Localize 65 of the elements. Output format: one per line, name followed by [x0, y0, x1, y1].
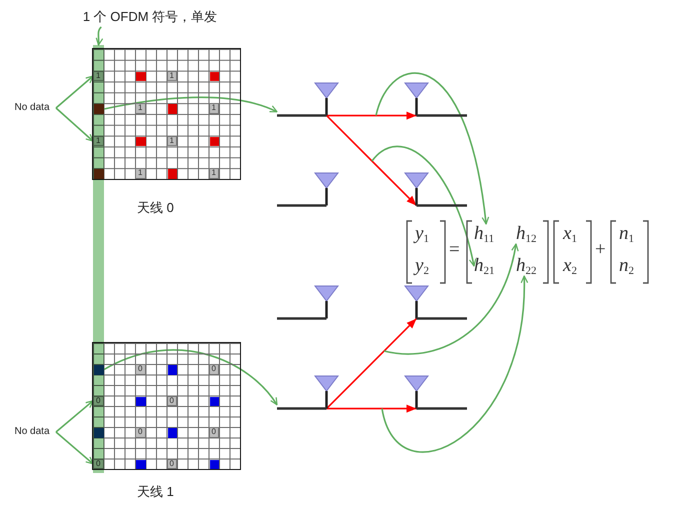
vector-entry: n$_{1}$ — [619, 224, 634, 244]
arrow — [326, 112, 416, 120]
curved-arrow — [381, 275, 528, 453]
marked-cell — [168, 104, 177, 114]
marked-cell — [210, 136, 219, 146]
grid-cell: 1 — [208, 168, 219, 179]
vector-entry: y$_{1}$ — [415, 224, 429, 244]
vector-entry: x$_{1}$ — [563, 224, 577, 244]
arrow — [55, 431, 94, 464]
matrix-entry: h$_{22}$ — [516, 256, 536, 276]
grid-cell: 1 — [135, 168, 146, 179]
curved-arrow — [103, 96, 278, 113]
marked-cell — [210, 460, 219, 469]
antenna-icon — [277, 172, 339, 207]
annotation-text: 1 个 OFDM 符号，单发 — [66, 7, 234, 27]
antenna-icon — [277, 285, 339, 320]
antenna-icon — [277, 82, 339, 117]
arrow — [326, 115, 418, 206]
arrow — [55, 400, 94, 433]
grid-cell: 0 — [208, 364, 219, 374]
grid-cell: 1 — [166, 136, 177, 146]
antenna-icon — [405, 285, 467, 320]
arrow — [326, 404, 416, 413]
grid-cell: 0 — [135, 364, 146, 374]
marked-cell — [168, 428, 177, 438]
grid-cell: 1 — [208, 103, 219, 114]
matrix-entry: h$_{11}$ — [474, 224, 494, 244]
antenna-icon — [405, 172, 467, 207]
marked-cell — [136, 72, 146, 82]
marked-cell — [136, 460, 146, 469]
marked-cell — [210, 72, 219, 82]
arrow — [326, 318, 418, 410]
marked-cell — [168, 365, 177, 374]
arrow — [55, 107, 94, 142]
marked-cell — [210, 396, 219, 406]
curved-arrow — [375, 72, 489, 225]
curved-arrow — [371, 146, 476, 267]
curved-arrow — [384, 243, 518, 355]
antenna-icon — [405, 375, 467, 410]
grid-caption: 天线 1 — [137, 483, 174, 501]
vector-entry: x$_{2}$ — [563, 256, 577, 276]
curved-arrow — [95, 26, 103, 46]
annotation-text: No data — [8, 101, 56, 115]
curved-arrow — [103, 349, 278, 406]
arrow — [55, 76, 94, 109]
antenna-icon — [405, 82, 467, 117]
marked-cell — [136, 396, 146, 406]
marked-cell — [136, 136, 146, 146]
matrix-entry: h$_{21}$ — [474, 256, 494, 276]
highlight-band — [93, 45, 104, 473]
marked-cell — [168, 169, 177, 179]
vector-entry: n$_{2}$ — [619, 256, 634, 276]
equals-sign: = — [449, 240, 460, 260]
grid-cell: 0 — [166, 396, 177, 406]
grid-cell: 0 — [166, 458, 177, 469]
antenna-icon — [277, 375, 339, 410]
annotation-text: No data — [8, 425, 56, 439]
plus-sign: + — [595, 240, 606, 260]
vector-entry: y$_{2}$ — [415, 256, 429, 276]
grid-cell: 0 — [135, 427, 146, 438]
grid-cell: 1 — [135, 103, 146, 114]
matrix-entry: h$_{12}$ — [516, 224, 536, 244]
grid-cell: 0 — [208, 427, 219, 438]
grid-cell: 1 — [166, 70, 177, 82]
grid-caption: 天线 0 — [137, 199, 174, 217]
